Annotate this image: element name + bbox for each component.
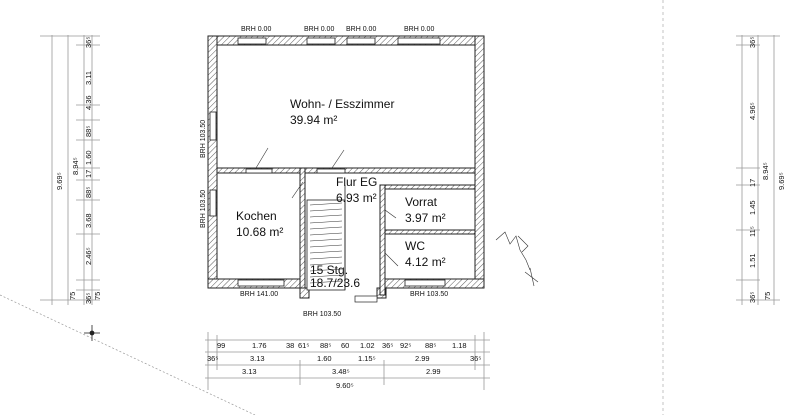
room-area-wc: 4.12 m² [405,255,446,269]
right-dim-inner: 17 [748,179,757,187]
right-dim-inner: 1.51 [748,253,757,268]
bottom-dim-row1: 61⁵ [298,341,309,350]
left-dim-inner: 1.60 [84,150,93,165]
room-name-wc: WC [405,239,425,253]
bottom-dim-row1: 1.02 [360,341,375,350]
right-dim-inner: 11⁵ [748,226,757,237]
bottom-dim-row1: 38 [286,341,294,350]
bottom-dim-row1: 1.76 [252,341,267,350]
left-dim-inner: 4.36 [84,95,93,110]
guide-line-diagonal [0,294,256,415]
right-dim-inner: 36⁵ [748,37,757,48]
left-dim-inner: 2.46⁵ [84,247,93,265]
right-dim-outer: 9.69⁵ [777,172,786,190]
left-dim-inner: 75 [68,292,77,300]
north-arrow-icon [495,231,539,287]
window-label-left-2: BRH 103.50 [200,190,207,228]
bottom-dim-row3: 2.99 [426,367,441,376]
right-dim-inner: 75 [763,292,772,300]
window-label-bottom-3: BRH 103.50 [410,291,448,298]
bottom-dim-row1: 1.18 [452,341,467,350]
left-dimension-chain [40,35,100,305]
room-area-kochen: 10.68 m² [236,225,283,239]
left-dim-inner: 36⁵ [84,293,93,304]
room-name-wohnen: Wohn- / Esszimmer [290,97,394,111]
right-dim-inner: 1.45 [748,200,757,215]
bottom-dim-row2: 1.15⁵ [358,354,376,363]
bottom-dim-row2: 1.60 [317,354,332,363]
windows [209,37,446,287]
bottom-dim-total: 9.60⁵ [336,381,354,390]
room-area-vorrat: 3.97 m² [405,211,446,225]
window-label-top-2: BRH 0.00 [304,26,334,33]
right-dim-mid: 8.94⁵ [761,162,770,180]
window-label-top-1: BRH 0.00 [241,26,271,33]
left-dim-mid: 8.94⁵ [71,157,80,175]
window-label-bottom-1: BRH 141.00 [240,291,278,298]
bottom-dim-row2: 2.99 [415,354,430,363]
window-label-left-1: BRH 103.50 [200,120,207,158]
room-name-kochen: Kochen [236,209,277,223]
bottom-dim-row2: 3.13 [250,354,265,363]
room-area-flur: 6.93 m² [336,191,377,205]
stair-steps-label: 15 Stg. [310,263,348,277]
bottom-dim-row1: 99 [217,341,225,350]
staircase [306,185,378,303]
left-dim-outer: 9.69⁵ [55,172,64,190]
cursor-crosshair-icon [84,325,100,341]
left-dim-inner: 75 [93,292,102,300]
stair-ratio-label: 18.7/23.6 [310,276,360,290]
room-name-flur: Flur EG [336,175,377,189]
right-dim-inner: 4.96⁵ [748,102,757,120]
bottom-dim-row1: 36⁵ [382,341,393,350]
left-dim-inner: 3.11 [84,71,93,85]
bottom-dim-row2: 36⁵ [207,354,218,363]
left-dim-inner: 36⁵ [84,37,93,48]
room-area-wohnen: 39.94 m² [290,113,337,127]
left-dim-inner: 17 [84,170,93,178]
window-label-top-3: BRH 0.00 [346,26,376,33]
window-label-top-4: BRH 0.00 [404,26,434,33]
room-name-vorrat: Vorrat [405,195,438,209]
window-label-bottom-2: BRH 103.50 [303,311,341,318]
door-swings [255,147,399,267]
bottom-dim-row3: 3.13 [242,367,257,376]
bottom-dim-row1: 88⁵ [425,341,436,350]
bottom-dim-row1: 92⁵ [400,341,411,350]
bottom-dimension-chain [205,332,490,390]
bottom-dim-row3: 3.48⁵ [332,367,350,376]
left-dim-inner: 88⁵ [84,187,93,198]
bottom-dim-row2: 36⁵ [470,354,481,363]
left-dim-inner: 88⁵ [84,126,93,137]
bottom-dim-row1: 88⁵ [320,341,331,350]
bottom-dim-row1: 60 [341,341,349,350]
right-dimension-chain [736,35,780,305]
left-dim-inner: 3.68 [84,213,93,228]
right-dim-inner: 36⁵ [748,292,757,303]
